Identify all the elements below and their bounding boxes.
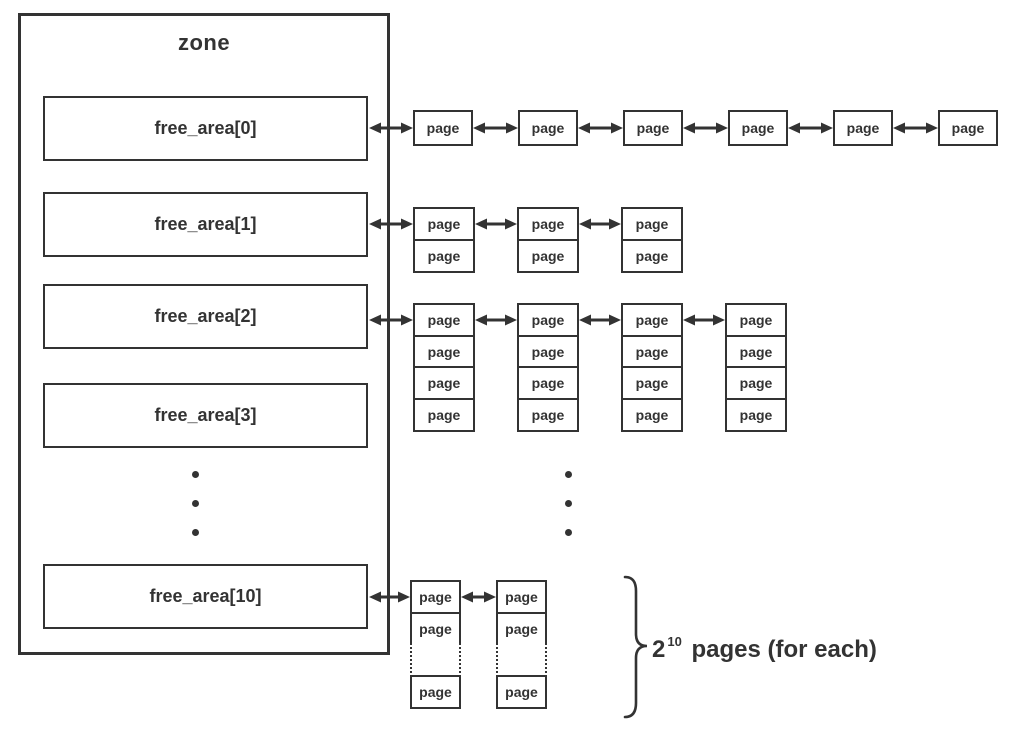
annotation-base: 2 <box>652 636 666 663</box>
page-box: page <box>833 110 893 146</box>
page-box: page <box>517 334 579 369</box>
free-area-label: free_area[10] <box>149 586 262 606</box>
page-link-arrow-icon <box>579 218 621 230</box>
page-box: page <box>413 303 475 337</box>
page-link-arrow-icon <box>461 591 496 603</box>
page-link-arrow-icon <box>788 122 833 134</box>
page-box: page <box>621 207 683 241</box>
page-box: page <box>725 303 787 337</box>
page-box: page <box>413 207 475 241</box>
page-link-arrow-icon <box>475 218 517 230</box>
truncation-gap <box>410 643 461 677</box>
page-box: page <box>621 303 683 337</box>
ellipsis-dots <box>565 471 572 536</box>
page-link-arrow-icon <box>473 122 518 134</box>
free-area-link-arrow-icon <box>369 314 413 326</box>
page-block: page <box>938 110 998 146</box>
page-link-arrow-icon <box>683 314 725 326</box>
page-box: page <box>413 110 473 146</box>
free-area-link-arrow-icon <box>369 218 413 230</box>
page-block: page <box>728 110 788 146</box>
page-block: page <box>833 110 893 146</box>
free-area-link-arrow-icon <box>369 122 413 134</box>
free-area-10-box: free_area[10] <box>43 564 368 629</box>
page-box: page <box>496 611 547 646</box>
page-box: page <box>725 397 787 432</box>
page-link-arrow-icon <box>893 122 938 134</box>
free-area-label: free_area[1] <box>154 214 257 234</box>
free-area-link-arrow-icon <box>369 591 410 603</box>
page-box: page <box>413 366 475 400</box>
page-box: page <box>938 110 998 146</box>
page-box: page <box>518 110 578 146</box>
dot <box>192 471 199 478</box>
page-box: page <box>413 238 475 273</box>
page-link-arrow-icon <box>683 122 728 134</box>
dot <box>565 471 572 478</box>
page-box: page <box>410 580 461 614</box>
free-area-label: free_area[0] <box>154 118 257 138</box>
ellipsis-dots <box>192 471 199 536</box>
dot <box>565 529 572 536</box>
page-link-arrow-icon <box>579 314 621 326</box>
free-area-1-box: free_area[1] <box>43 192 368 257</box>
page-box: page <box>517 207 579 241</box>
page-box: page <box>621 397 683 432</box>
free-area-label: free_area[3] <box>154 405 257 425</box>
page-box: page <box>410 611 461 646</box>
free-area-0-box: free_area[0] <box>43 96 368 161</box>
free-area-2-box: free_area[2] <box>43 284 368 349</box>
page-box: page <box>725 366 787 400</box>
page-box: page <box>410 674 461 709</box>
page-box: page <box>496 580 547 614</box>
page-box: page <box>728 110 788 146</box>
page-box: page <box>517 238 579 273</box>
page-block: page <box>623 110 683 146</box>
page-box: page <box>517 397 579 432</box>
page-box: page <box>621 366 683 400</box>
dot <box>565 500 572 507</box>
zone-title: zone <box>177 30 231 55</box>
page-box: page <box>621 238 683 273</box>
annotation-suffix: pages (for each) <box>691 636 877 663</box>
dot <box>192 529 199 536</box>
annotation-exponent: 10 <box>667 634 682 649</box>
page-box: page <box>517 303 579 337</box>
page-link-arrow-icon <box>475 314 517 326</box>
page-box: page <box>413 334 475 369</box>
page-box: page <box>496 674 547 709</box>
free-area-label: free_area[2] <box>154 306 257 326</box>
page-box: page <box>725 334 787 369</box>
free-area-3-box: free_area[3] <box>43 383 368 448</box>
page-link-arrow-icon <box>578 122 623 134</box>
page-block: page <box>518 110 578 146</box>
brace-icon <box>623 575 648 719</box>
page-box: page <box>517 366 579 400</box>
truncation-gap <box>496 643 547 677</box>
page-box: page <box>621 334 683 369</box>
dot <box>192 500 199 507</box>
page-box: page <box>413 397 475 432</box>
page-box: page <box>623 110 683 146</box>
page-block: page <box>413 110 473 146</box>
